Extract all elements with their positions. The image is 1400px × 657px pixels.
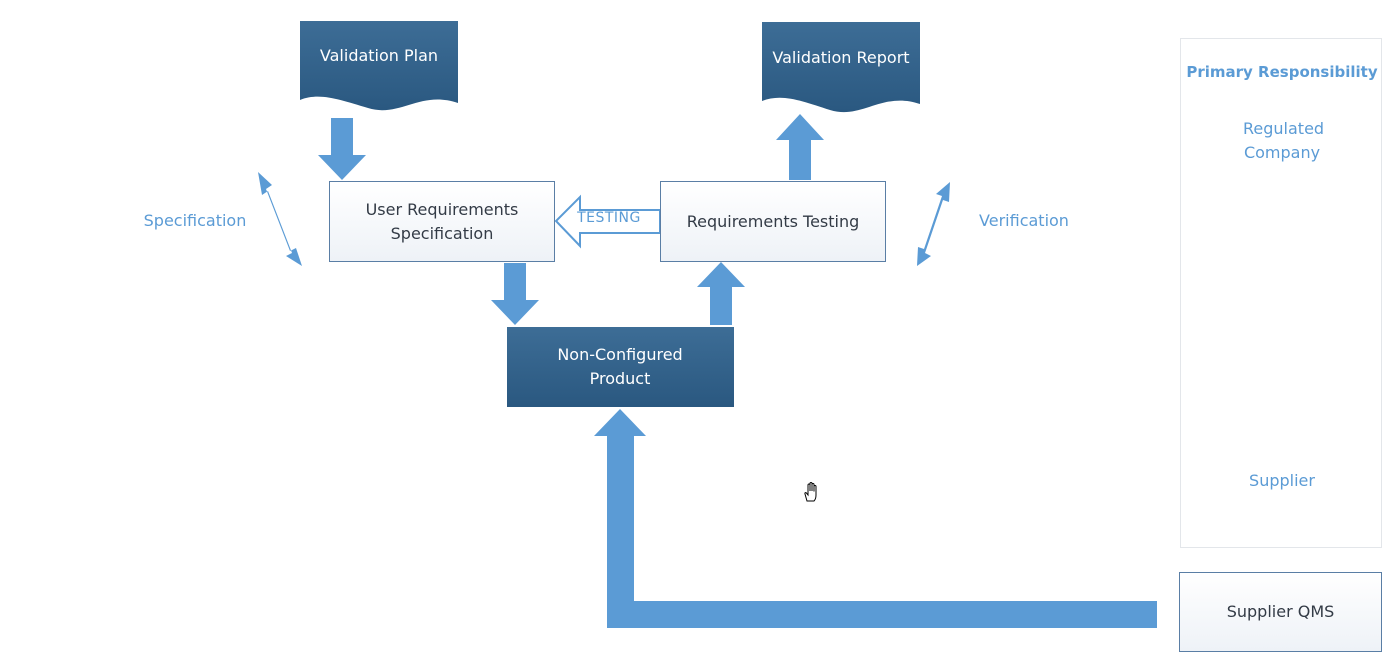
supplier-label: Supplier: [1249, 471, 1315, 490]
testing-label: TESTING: [577, 210, 641, 226]
supplier-qms-label: Supplier QMS: [1226, 602, 1335, 621]
hand-cursor-icon: [804, 481, 817, 502]
validation-report-label: Validation Report: [772, 48, 910, 67]
requirements-testing-node: Requirements Testing: [660, 181, 886, 262]
validation-plan-node: Validation Plan: [300, 38, 458, 74]
primary-responsibility-panel: Primary Responsibility Regulated Company…: [1180, 38, 1382, 548]
urs-to-product-arrow: [491, 263, 539, 325]
qms-to-product-arrow: [594, 409, 1157, 628]
non-configured-product-node: Non-Configured Product: [540, 327, 700, 407]
product-to-testing-arrow: [697, 262, 745, 325]
specification-double-arrow: [258, 172, 302, 266]
non-configured-product-shape: [507, 327, 734, 407]
supplier-qms-node: Supplier QMS: [1179, 572, 1382, 652]
user-requirements-label: User Requirements Specification: [365, 199, 519, 243]
specification-label: Specification: [143, 211, 247, 230]
plan-to-urs-arrow: [318, 118, 366, 180]
testing-hollow-arrow: [554, 194, 661, 249]
user-requirements-node: User Requirements Specification: [329, 181, 555, 262]
verification-label: Verification: [979, 211, 1069, 230]
requirements-testing-label: Requirements Testing: [686, 211, 860, 231]
validation-report-shape: [762, 22, 920, 113]
verification-double-arrow: [917, 182, 950, 266]
validation-report-node: Validation Report: [762, 40, 920, 76]
non-configured-product-label: Non-Configured Product: [557, 345, 683, 388]
validation-plan-shape: [300, 21, 458, 111]
validation-plan-label: Validation Plan: [319, 46, 439, 65]
testing-to-report-arrow: [776, 114, 824, 180]
primary-responsibility-title: Primary Responsibility: [1186, 63, 1378, 81]
regulated-company-label: Regulated Company: [1243, 119, 1325, 162]
